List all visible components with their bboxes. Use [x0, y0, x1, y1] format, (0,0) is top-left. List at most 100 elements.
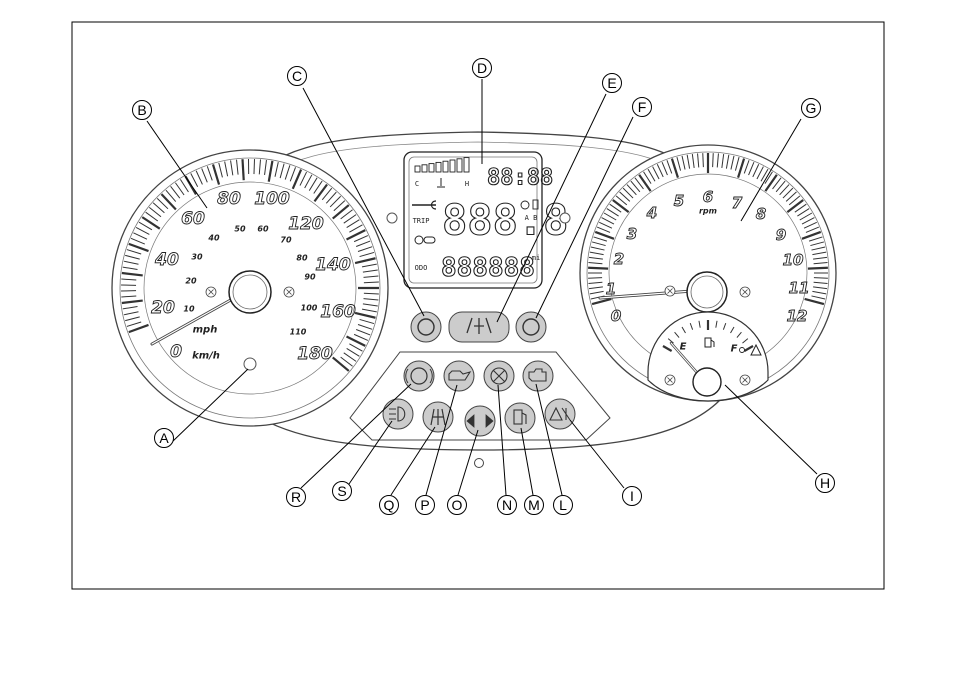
- speedometer-mph-number: 80: [217, 189, 241, 209]
- callout-p-label: P: [420, 497, 429, 513]
- speedometer-mph-number: 40: [154, 250, 179, 270]
- callout-a: A: [155, 429, 174, 448]
- callout-l-label: L: [559, 497, 567, 513]
- callout-q: Q: [380, 496, 399, 515]
- dial-tick: [364, 282, 379, 283]
- tachometer-hub: [687, 272, 727, 312]
- speedometer-kmh-number: 40: [207, 234, 220, 243]
- dial-tick: [588, 278, 602, 279]
- callout-n-label: N: [502, 497, 512, 513]
- lcd-main-digits: 888.8: [442, 196, 568, 245]
- callout-p: P: [416, 496, 435, 515]
- fuel-gauge-full-label: F: [731, 344, 738, 355]
- fuel-gauge-empty-label: E: [680, 342, 687, 353]
- check-engine-light: [523, 361, 553, 391]
- trip-reset-button: [244, 358, 256, 370]
- tachometer-screw-left: [665, 286, 675, 296]
- dial-tick: [364, 293, 379, 294]
- tachometer-number: 1: [606, 280, 616, 298]
- speedometer-kmh-number: 70: [280, 236, 292, 245]
- transmission-warning-light: [545, 399, 575, 429]
- speedometer-mph-number: 0: [170, 342, 182, 362]
- fuel-gauge-screw-left: [665, 375, 675, 385]
- oil-pressure-light: [444, 361, 474, 391]
- callout-e-label: E: [607, 75, 616, 91]
- left-light-sensor: [387, 213, 397, 223]
- callout-q-label: Q: [384, 497, 395, 513]
- dial-tick: [713, 153, 714, 167]
- tachometer-unit: rpm: [699, 207, 717, 216]
- dial-tick: [703, 153, 704, 167]
- tachometer-number: 5: [674, 192, 684, 210]
- lcd-trip-ab: A B: [525, 214, 538, 222]
- speedometer-kmh-number: 90: [304, 273, 316, 282]
- tachometer-number: 2: [614, 250, 624, 268]
- tachometer-number: 11: [789, 279, 810, 297]
- speedometer-mph-number: 180: [297, 344, 333, 364]
- left-mode-button: [411, 312, 441, 342]
- callout-h-label: H: [820, 475, 830, 491]
- dial-tick: [588, 268, 608, 269]
- tachometer-number: 9: [776, 226, 786, 244]
- callout-b: B: [133, 101, 152, 120]
- speedometer-mph-number: 140: [315, 255, 351, 275]
- speedometer-screw-left: [206, 287, 216, 297]
- speedometer-mph-number: 160: [320, 302, 356, 322]
- dial-tick: [808, 268, 828, 269]
- speedometer-mph-number: 20: [151, 298, 175, 318]
- tachometer-number: 4: [646, 204, 657, 222]
- speedometer-kmh-number: 100: [301, 304, 318, 313]
- callout-d-label: D: [477, 60, 487, 76]
- dial-tick: [242, 159, 243, 180]
- callout-e: E: [603, 74, 622, 93]
- speedometer-unit-kmh: km/h: [192, 351, 220, 362]
- callout-i: I: [623, 487, 642, 506]
- lcd-trip-label: TRIP: [413, 217, 430, 225]
- callout-s: S: [333, 482, 352, 501]
- dial-tick: [814, 278, 828, 279]
- tachometer-number: 8: [756, 205, 766, 223]
- seat-belt-light: [484, 361, 514, 391]
- lcd-temp-hot: H: [465, 180, 469, 188]
- tachometer-number: 6: [703, 188, 713, 206]
- lcd-odo-label: ODO: [415, 264, 428, 272]
- callout-c-label: C: [292, 68, 302, 84]
- callout-n: N: [498, 496, 517, 515]
- fuel-gauge-screw-right: [740, 375, 750, 385]
- callout-b-label: B: [137, 102, 146, 118]
- callout-o-label: O: [452, 497, 463, 513]
- tachometer-number: 0: [611, 307, 621, 325]
- callout-d: D: [473, 59, 492, 78]
- lcd-temp-cold: C: [415, 180, 419, 188]
- callout-f-label: F: [638, 99, 647, 115]
- callout-c: C: [288, 67, 307, 86]
- callout-o: O: [448, 496, 467, 515]
- callout-g: G: [802, 99, 821, 118]
- dial-tick: [254, 159, 255, 174]
- fuel-gauge-hub: [693, 368, 721, 396]
- right-light-sensor: [560, 213, 570, 223]
- speedometer-screw-right: [284, 287, 294, 297]
- speedometer-unit-mph: mph: [193, 325, 218, 336]
- right-set-button: [516, 312, 546, 342]
- speedometer-hub: [229, 271, 271, 313]
- tachometer-screw-right: [740, 287, 750, 297]
- speedometer-kmh-number: 10: [183, 305, 195, 314]
- speedometer-kmh-number: 50: [234, 225, 246, 234]
- speedometer-kmh-number: 80: [296, 254, 308, 263]
- speedometer-kmh-number: 60: [257, 225, 269, 234]
- lcd-unit: mi: [532, 254, 540, 262]
- speedometer-kmh-number: 20: [185, 277, 197, 286]
- panel-mount-hole: [475, 459, 484, 468]
- lcd-odo-digits: 888888: [441, 253, 535, 283]
- speedometer-mph-number: 120: [288, 214, 324, 234]
- lcd-clock-digits: 88:88: [487, 166, 553, 191]
- callout-h: H: [816, 474, 835, 493]
- tachometer-number: 3: [627, 225, 637, 243]
- speedometer-kmh-number: 110: [290, 328, 307, 337]
- speedometer-mph-number: 100: [254, 189, 290, 209]
- callout-s-label: S: [337, 483, 346, 499]
